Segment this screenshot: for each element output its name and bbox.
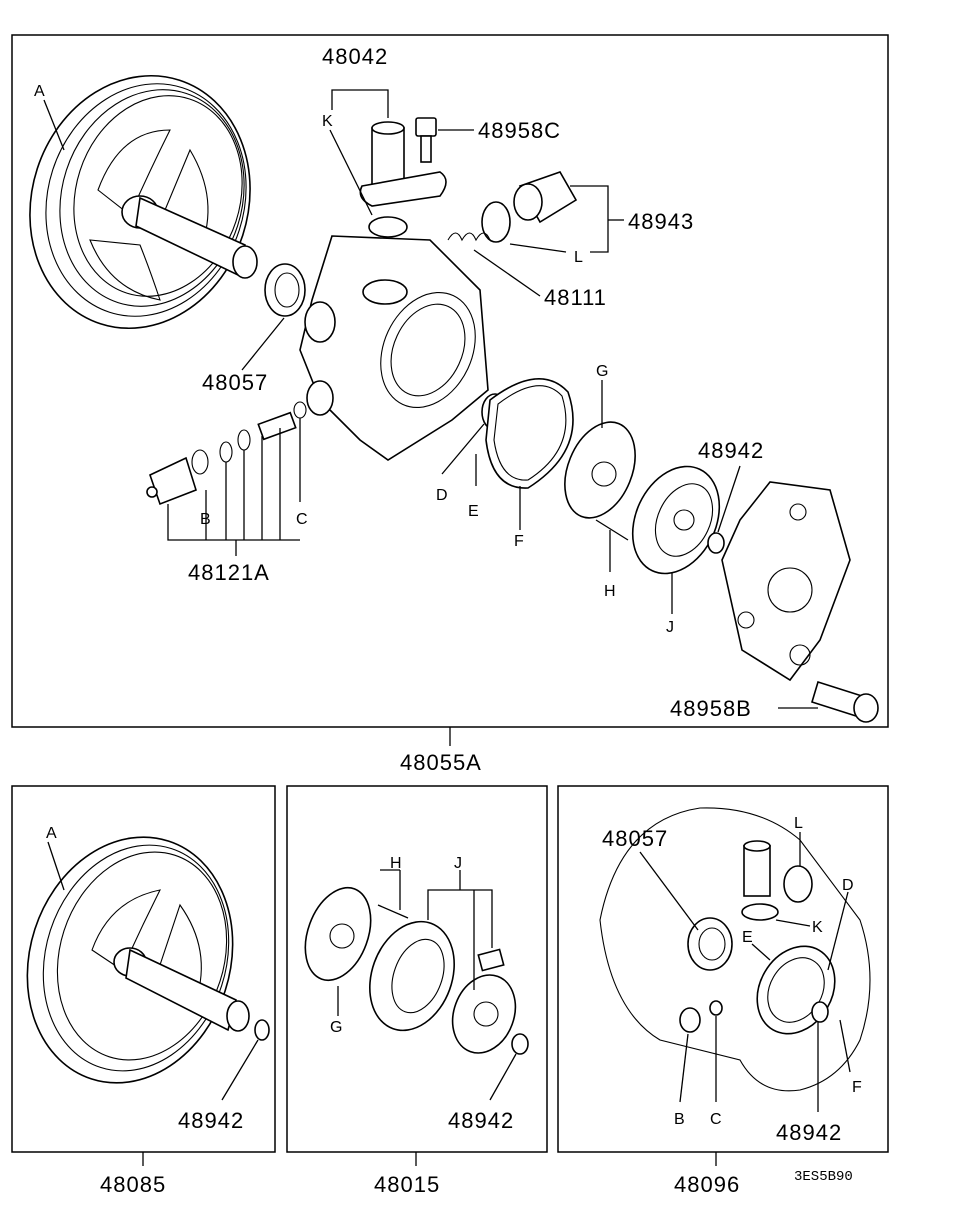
callout-48958c: 48958C bbox=[478, 118, 561, 143]
o-ring-k bbox=[368, 216, 408, 238]
letter-c-sub3: C bbox=[710, 1111, 722, 1128]
sub-panel-48096-frame bbox=[557, 785, 889, 1153]
letter-d: D bbox=[436, 487, 448, 504]
callout-48942-sub2: 48942 bbox=[448, 1108, 514, 1133]
callout-48942: 48942 bbox=[698, 438, 764, 463]
letter-k-sub3: K bbox=[812, 919, 823, 936]
main-callouts: 48042 48958C 48943 48111 48057 48942 481… bbox=[34, 44, 764, 775]
sub-panel-48015: H J G 48942 48015 bbox=[286, 785, 548, 1197]
callout-48057-sub3: 48057 bbox=[602, 826, 668, 851]
bolt-48958c bbox=[415, 117, 437, 163]
letter-b: B bbox=[200, 511, 211, 528]
assembly-number-48055a: 48055A bbox=[400, 750, 482, 775]
letter-l: L bbox=[574, 249, 583, 266]
letter-f-sub3: F bbox=[852, 1079, 862, 1096]
letter-f: F bbox=[514, 533, 524, 550]
assembly-number-48015: 48015 bbox=[374, 1172, 440, 1197]
assembly-number-48085: 48085 bbox=[100, 1172, 166, 1197]
pin-h bbox=[595, 519, 629, 541]
rear-cover bbox=[721, 481, 851, 682]
drawing-code: 3ES5B90 bbox=[794, 1169, 853, 1185]
cam-ring-sub bbox=[369, 920, 455, 1032]
letter-k: K bbox=[322, 113, 333, 130]
o-ring-l bbox=[481, 201, 511, 243]
letter-g-sub2: G bbox=[330, 1019, 342, 1036]
seal-48057-sub bbox=[687, 917, 733, 971]
pulley-a bbox=[29, 74, 258, 330]
letter-c: C bbox=[296, 511, 308, 528]
sub-panel-48085: A 48942 48085 bbox=[11, 785, 276, 1197]
callout-48057: 48057 bbox=[202, 370, 268, 395]
side-plate-g bbox=[564, 421, 636, 519]
letter-h-sub2: H bbox=[390, 855, 402, 872]
callout-48943: 48943 bbox=[628, 209, 694, 234]
side-plate-g-sub bbox=[304, 886, 372, 982]
main-panel: 48042 48958C 48943 48111 48057 48942 481… bbox=[11, 34, 889, 775]
callout-48942-sub1: 48942 bbox=[178, 1108, 244, 1133]
letter-j: J bbox=[666, 619, 674, 636]
pump-housing bbox=[299, 235, 489, 461]
flow-control-valve bbox=[146, 401, 307, 506]
pulley-a-sub bbox=[26, 836, 270, 1084]
spring-48111 bbox=[447, 232, 491, 242]
fitting-sub bbox=[743, 840, 771, 897]
letter-j-sub2: J bbox=[454, 855, 462, 872]
oil-seal-48057 bbox=[264, 263, 306, 317]
vane-rotor-sub bbox=[451, 948, 517, 1054]
o-ring-48942 bbox=[707, 532, 725, 554]
letter-e-sub3: E bbox=[742, 929, 753, 946]
pin-h-sub bbox=[377, 904, 409, 919]
o-ring-c-sub3 bbox=[709, 1000, 723, 1016]
o-ring-48942-sub3 bbox=[811, 1001, 829, 1023]
letter-a-sub1: A bbox=[46, 825, 57, 842]
callout-48942-sub3: 48942 bbox=[776, 1120, 842, 1145]
o-ring-l-sub3 bbox=[783, 865, 813, 903]
o-ring-b-sub3 bbox=[679, 1007, 701, 1033]
housing-outline-sub bbox=[599, 807, 871, 1092]
letter-h: H bbox=[604, 583, 616, 600]
o-ring-k-sub3 bbox=[741, 903, 779, 921]
connector-48943 bbox=[481, 171, 578, 243]
o-ring-48942-sub1 bbox=[254, 1019, 270, 1041]
sub-panel-48096: 48057 L D E K B C F 48942 48096 bbox=[557, 785, 889, 1197]
assembly-number-48096: 48096 bbox=[674, 1172, 740, 1197]
callout-48958b: 48958B bbox=[670, 696, 752, 721]
bolt-48958b bbox=[811, 680, 879, 723]
letter-e: E bbox=[468, 503, 479, 520]
letter-a: A bbox=[34, 83, 45, 100]
sub-panel-48015-frame bbox=[286, 785, 548, 1153]
callout-48121a: 48121A bbox=[188, 560, 270, 585]
leader-lines bbox=[43, 89, 818, 746]
callout-48042: 48042 bbox=[322, 44, 388, 69]
letter-g: G bbox=[596, 363, 608, 380]
letter-l-sub3: L bbox=[794, 815, 803, 832]
callout-48111: 48111 bbox=[544, 285, 607, 310]
letter-b-sub3: B bbox=[674, 1111, 685, 1128]
cartridge-j bbox=[631, 465, 721, 575]
o-ring-48942-sub2 bbox=[511, 1033, 529, 1055]
gasket-d-e-f bbox=[481, 378, 574, 489]
letter-d-sub3: D bbox=[842, 877, 854, 894]
fitting-48042 bbox=[359, 121, 447, 238]
